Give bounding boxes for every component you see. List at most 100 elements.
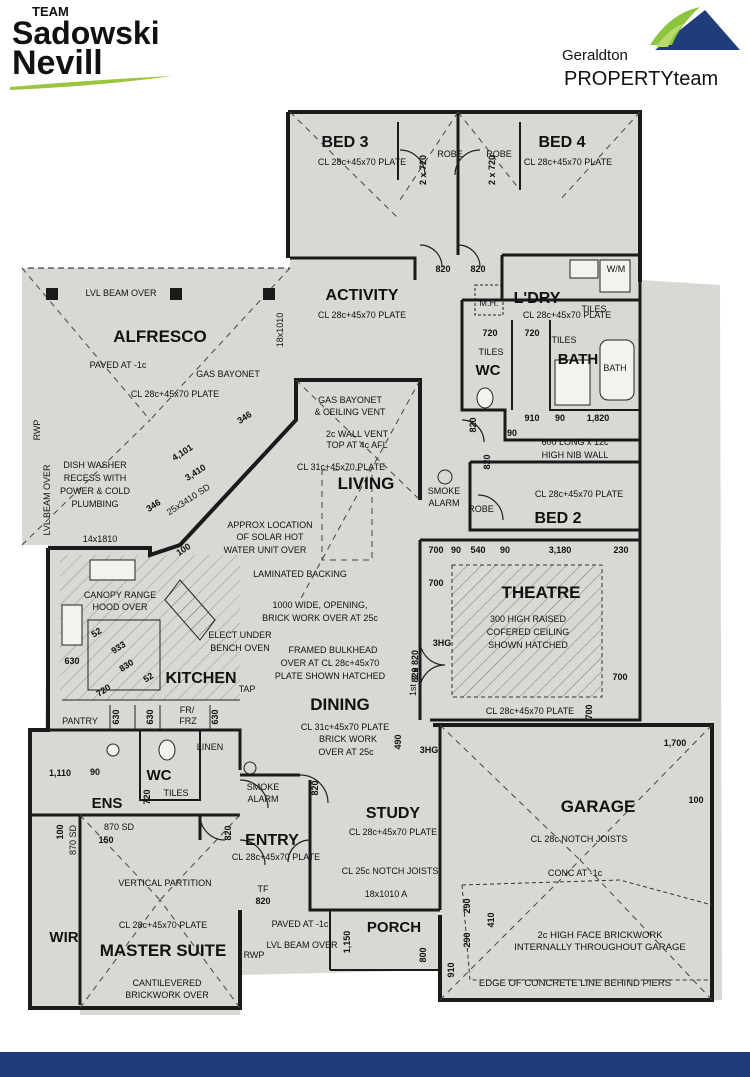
- plan-note-label: BRICK WORK OVER AT 25c: [262, 613, 378, 623]
- room-name-label: STUDY: [366, 805, 421, 822]
- dimension-label: 90: [500, 545, 510, 555]
- plan-note-label: TILES: [581, 304, 606, 314]
- dimension-label: 100: [688, 795, 703, 805]
- plan-note-label: WATER UNIT OVER: [224, 545, 307, 555]
- plan-note-label: CANTILEVERED: [132, 978, 202, 988]
- plan-note-label: HOOD OVER: [92, 602, 148, 612]
- plan-note-label: LVL BEAM OVER: [85, 288, 157, 298]
- dimension-label: 910: [446, 962, 456, 977]
- plan-note-label: SMOKE: [247, 782, 280, 792]
- geraldton-property-team-logo: Geraldton PROPERTYteam: [562, 7, 740, 90]
- plan-note-label: CL 25c NOTCH JOISTS: [342, 866, 439, 876]
- room-name-label: MASTER SUITE: [100, 941, 227, 960]
- plan-note-label: PAVED AT -1c: [272, 919, 329, 929]
- dimension-label: 90: [451, 545, 461, 555]
- room-spec-label: CL 28c+45x70 PLATE: [523, 310, 611, 320]
- logo-leaf-small-icon: [656, 23, 685, 47]
- plan-note-label: & CEILING VENT: [314, 407, 386, 417]
- washing-machine-icon: [599, 259, 631, 293]
- plan-note-label: FRAMED BULKHEAD: [288, 645, 378, 655]
- plan-note-label: ALARM: [428, 498, 459, 508]
- room-name-label: LIVING: [338, 474, 395, 493]
- plan-note-label: M.H.: [480, 298, 499, 308]
- plan-note-label: COFERED CEILING: [487, 627, 570, 637]
- dimension-label: 490: [393, 734, 403, 749]
- logo-sadowski-text: Sadowski: [12, 15, 160, 51]
- logo-nevill-text: Nevill: [12, 44, 103, 82]
- room-name-label: BED 3: [321, 134, 368, 151]
- plan-note-label: OVER AT CL 28c+45x70: [281, 658, 380, 668]
- plan-note-label: BRICKWORK OVER: [125, 990, 209, 1000]
- dimension-label: 820: [410, 667, 420, 682]
- room-name-label: KITCHEN: [165, 670, 236, 687]
- dimension-label: 700: [584, 704, 594, 719]
- dimension-label: 90: [555, 413, 565, 423]
- plan-note-label: DISH WASHER: [63, 460, 127, 470]
- room-name-label: ENS: [92, 795, 123, 812]
- dimension-label: 3HG: [420, 745, 439, 755]
- room-name-label: WC: [147, 767, 172, 784]
- plan-note-label: LINEN: [197, 742, 224, 752]
- theatre-ceiling-hatch: [451, 564, 603, 698]
- room-name-label: BATH: [558, 351, 599, 368]
- ensuite-toilet-icon: [158, 739, 176, 761]
- bath-icon: [599, 339, 635, 401]
- header: TEAM Sadowski Nevill Geraldton PROPERTYt…: [0, 0, 750, 105]
- dimension-label: 3,180: [549, 545, 572, 555]
- plan-note-label: PLATE SHOWN HATCHED: [275, 671, 386, 681]
- dimension-label: 800: [418, 947, 428, 962]
- dimension-label: 820: [482, 454, 492, 469]
- room-spec-label: CL 28c+45x70 PLATE: [486, 706, 574, 716]
- sink-icon: [89, 559, 136, 581]
- plan-note-label: 2c HIGH FACE BRICKWORK: [537, 930, 663, 941]
- room-name-label: ACTIVITY: [326, 287, 399, 304]
- logo-leaf-icon: [650, 7, 700, 45]
- room-name-label: WC: [476, 362, 501, 379]
- room-spec-label: CL 28c+45x70 PLATE: [232, 852, 320, 862]
- dimension-label: 720: [524, 328, 539, 338]
- plan-note-label: PANTRY: [62, 716, 98, 726]
- room-name-label: BED 4: [538, 134, 585, 151]
- dimension-label: 3HG: [433, 638, 452, 648]
- footer-bar: [0, 1052, 750, 1077]
- dimension-label: 2 x 820: [410, 650, 420, 680]
- plan-note-label: RWP: [244, 950, 265, 960]
- plan-note-label: TOP AT 4c AFL: [326, 440, 387, 450]
- plan-note-label: LAMINATED BACKING: [253, 569, 347, 579]
- beam-posts: [46, 288, 275, 300]
- logo-swoosh-icon: [10, 76, 172, 90]
- dimension-label: 2 x 720: [418, 155, 428, 185]
- room-spec-label: CL 31c+45x70 PLATE: [297, 462, 385, 472]
- room-spec-label: CL 31c+45x70 PLATE: [301, 722, 389, 732]
- toilet-icon: [476, 387, 494, 409]
- plan-note-label: ROBE: [437, 149, 463, 159]
- plan-note-label: 870 SD: [68, 824, 78, 855]
- plan-note-label: RECESS WITH: [64, 473, 127, 483]
- plan-note-label: W/M: [607, 264, 626, 274]
- room-spec-label: CL 28c+45x70 PLATE: [349, 827, 437, 837]
- plan-note-label: BATH: [603, 363, 626, 373]
- room-name-label: PORCH: [367, 919, 421, 936]
- dimension-label: 2 x 720: [487, 155, 497, 185]
- plan-note-label: 2c WALL VENT: [326, 429, 389, 439]
- plan-note-label: BRICK WORK: [319, 734, 377, 744]
- plan-note-label: ALARM: [247, 794, 278, 804]
- dimension-label: 90: [90, 767, 100, 777]
- room-spec-label: CL 28c NOTCH JOISTS: [531, 834, 628, 844]
- plan-note-label: 18x1010 A: [365, 889, 408, 899]
- fixtures: [61, 259, 635, 775]
- plan-note-label: POWER & COLD: [60, 486, 131, 496]
- logo-roof-icon: [655, 10, 740, 50]
- plan-note-label: PAVED AT -1c: [90, 360, 147, 370]
- room-spec-label: CL 28c+45x70 PLATE: [119, 920, 207, 930]
- dimension-label: 700: [612, 672, 627, 682]
- manhole-icon: [474, 284, 504, 316]
- floor-plan: BED 3 CL 28c+45x70 PLATE BED 4 CL 28c+45x70…: [21, 110, 722, 1015]
- plan-note-label: INTERNALLY THROUGHOUT GARAGE: [514, 942, 685, 953]
- plan-note-label: 18x1010: [275, 313, 285, 348]
- room-name-label: L'DRY: [514, 290, 561, 307]
- plan-note-label: TF: [258, 884, 269, 894]
- logo-geraldton-text: Geraldton: [562, 47, 628, 64]
- dimension-label: 290: [462, 898, 472, 913]
- doors: [199, 149, 504, 866]
